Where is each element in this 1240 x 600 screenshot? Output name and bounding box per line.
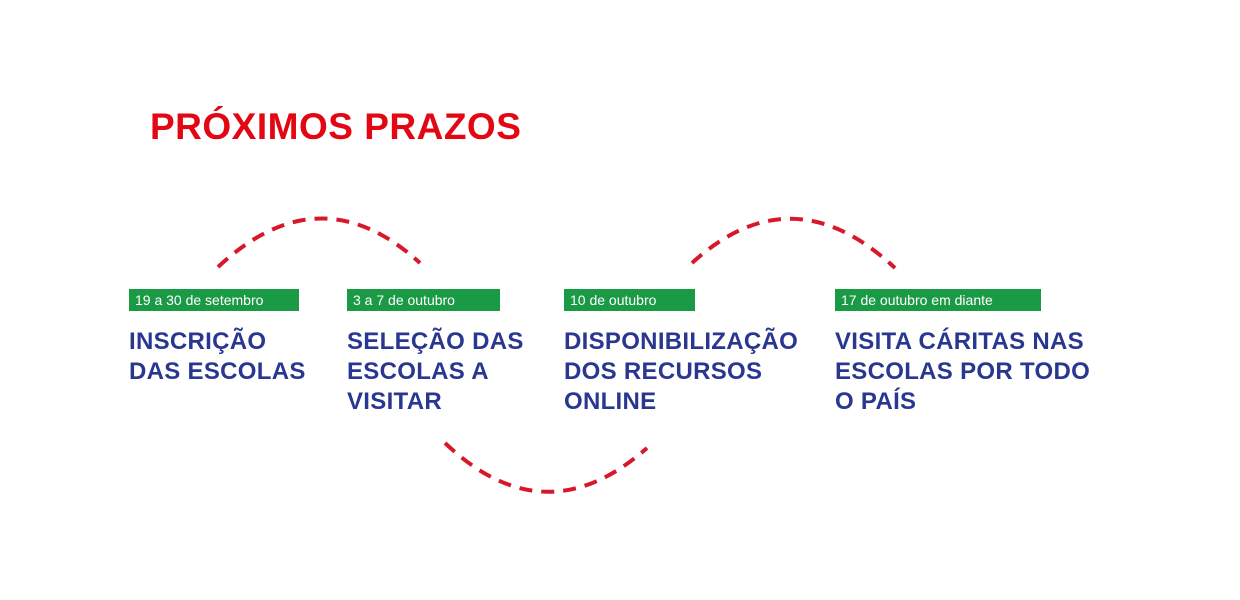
step-title: VISITA CÁRITAS NAS ESCOLAS POR TODO O PA… bbox=[835, 328, 1091, 415]
step-title: INSCRIÇÃO DAS ESCOLAS bbox=[129, 328, 306, 385]
date-badge: 3 a 7 de outubro bbox=[347, 289, 500, 311]
page-title: PRÓXIMOS PRAZOS bbox=[150, 106, 522, 147]
arc-connector-1-2 bbox=[216, 216, 422, 269]
step-title: DISPONIBILIZAÇÃO DOS RECURSOS ONLINE bbox=[564, 328, 799, 415]
step-selection: 3 a 7 de outubro SELEÇÃO DAS ESCOLAS A V… bbox=[347, 289, 547, 417]
step-visits: 17 de outubro em diante VISITA CÁRITAS N… bbox=[835, 289, 1125, 417]
date-badge: 19 a 30 de setembro bbox=[129, 289, 299, 311]
date-badge: 10 de outubro bbox=[564, 289, 695, 311]
date-badge: 17 de outubro em diante bbox=[835, 289, 1041, 311]
arc-connector-2-3 bbox=[443, 441, 649, 494]
step-title: SELEÇÃO DAS ESCOLAS A VISITAR bbox=[347, 328, 524, 415]
arc-connector-3-4 bbox=[690, 216, 897, 270]
step-registration: 19 a 30 de setembro INSCRIÇÃO DAS ESCOLA… bbox=[129, 289, 329, 387]
step-resources: 10 de outubro DISPONIBILIZAÇÃO DOS RECUR… bbox=[564, 289, 824, 417]
